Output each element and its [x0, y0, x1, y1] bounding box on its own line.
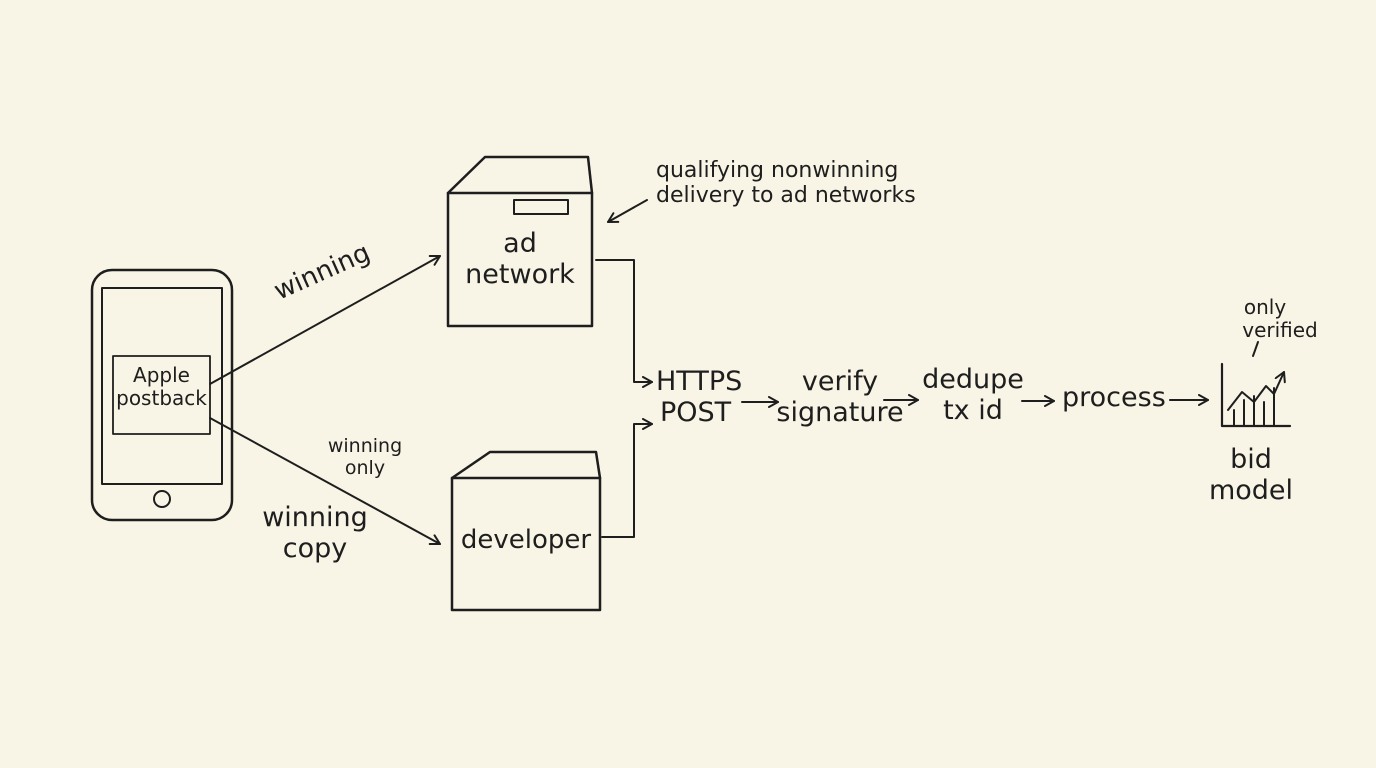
edge-label-winning-copy: winning copy	[256, 502, 374, 564]
bid-model-label-line-2: model	[1208, 475, 1294, 507]
arrow-note-to-ad-network	[607, 199, 648, 223]
bid-model-label-line-1: bid	[1230, 444, 1272, 475]
arrow-ad-network-to-https	[595, 259, 653, 388]
dedupe-tx-id-line-1: dedupe	[922, 364, 1024, 395]
apple-postback-line-2: postback	[116, 386, 207, 410]
edge-label-winning-copy-line-2: copy	[282, 533, 348, 565]
bid-model-note-tick	[1252, 341, 1259, 357]
process-label: process	[1062, 382, 1166, 413]
ad-network-label-line-1: ad	[503, 228, 537, 259]
ad-network-label-line-2: network	[465, 259, 575, 291]
bid-model-chart-icon	[1220, 362, 1292, 428]
apple-postback-box	[112, 355, 211, 435]
developer-top-face	[450, 450, 602, 480]
dedupe-tx-id-label: dedupe tx id	[918, 364, 1028, 426]
developer-side-edge	[595, 451, 601, 611]
developer-cube	[450, 450, 602, 612]
edge-label-winning-only-line-1: winning	[327, 435, 403, 457]
ad-network-note-line-1: qualifying nonwinning	[656, 158, 899, 183]
ad-network-label: ad network	[448, 228, 592, 290]
arrow-postback-to-ad-network	[209, 255, 441, 385]
apple-postback-label: Apple postback	[113, 364, 210, 410]
verify-signature-line-2: signature	[776, 397, 904, 429]
edge-label-winning-only-line-2: only	[344, 456, 386, 479]
bid-model-note-line-2: verified	[1242, 318, 1318, 342]
phone-outer-frame	[90, 268, 234, 522]
bid-model-label: bid model	[1196, 444, 1306, 506]
edge-label-winning-only: winning only	[318, 435, 412, 480]
developer-label: developer	[460, 525, 592, 555]
arrow-postback-to-developer	[209, 417, 441, 546]
apple-postback-line-1: Apple	[133, 363, 190, 387]
https-post-label: HTTPS POST	[656, 366, 742, 428]
https-post-line-2: POST	[660, 397, 732, 429]
https-post-line-1: HTTPS	[656, 366, 743, 397]
phone-device	[90, 268, 234, 522]
bid-model-note: only verified	[1228, 296, 1332, 342]
ad-network-note-line-2: delivery to ad networks	[656, 183, 916, 209]
ad-network-note: qualifying nonwinning delivery to ad net…	[656, 158, 916, 209]
phone-screen	[101, 287, 223, 485]
dedupe-tx-id-line-2: tx id	[943, 395, 1003, 427]
ad-network-slot-icon	[513, 199, 569, 215]
verify-signature-line-1: verify	[801, 366, 879, 397]
ad-network-cube	[446, 155, 594, 328]
phone-home-button	[153, 490, 171, 508]
bid-model-note-line-1: only	[1243, 295, 1287, 319]
ad-network-side-edge	[587, 156, 593, 327]
ad-network-top-face	[446, 155, 594, 195]
arrow-developer-to-https	[601, 418, 653, 538]
edge-label-winning-copy-line-1: winning	[262, 502, 368, 533]
verify-signature-label: verify signature	[774, 366, 906, 428]
